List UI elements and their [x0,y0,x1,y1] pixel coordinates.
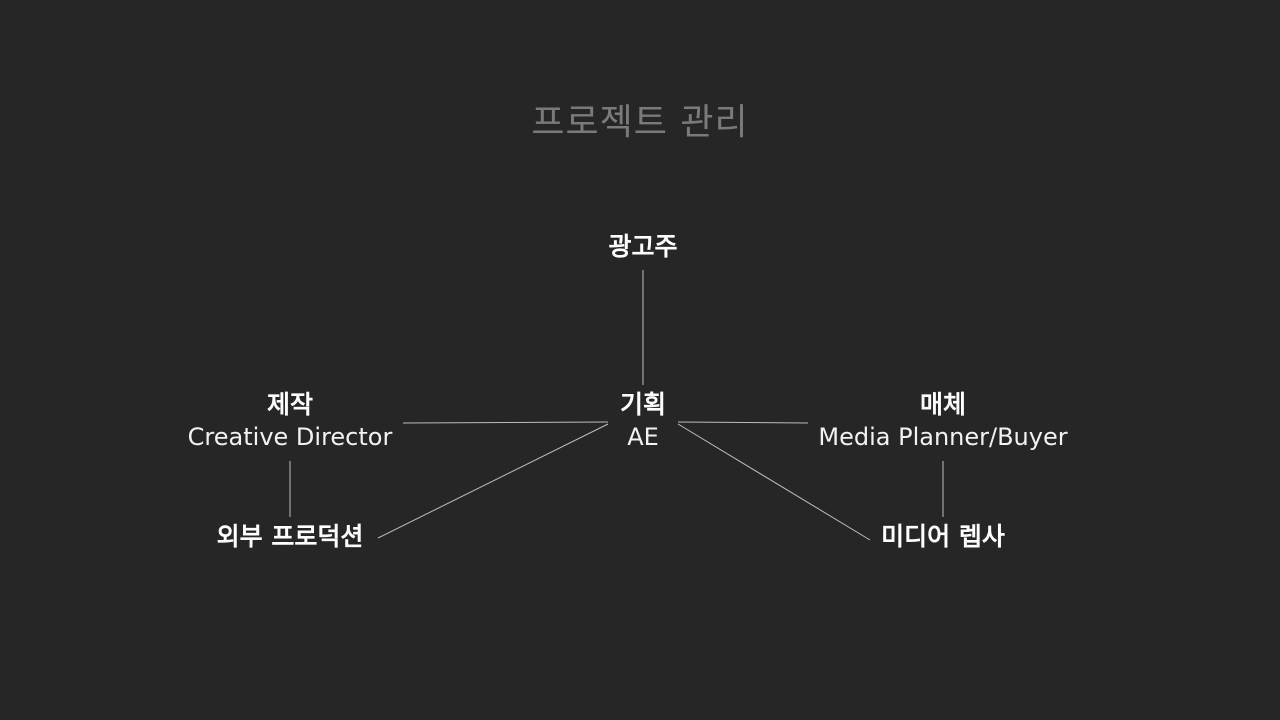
node-media-rep: 미디어 렙사 [843,521,1043,553]
node-name: 제작 [266,390,313,419]
node-planning: 기획 AE [563,389,723,453]
connector-planning-rep [677,423,871,541]
node-role: Media Planner/Buyer [818,423,1068,451]
connector-production-planning [402,421,609,424]
node-role: Creative Director [187,423,393,451]
page-title: 프로젝트 관리 [531,102,749,143]
connector-external-planning [377,423,609,539]
node-name: 외부 프로덕션 [216,522,364,551]
node-media: 매체 Media Planner/Buyer [800,389,1086,453]
node-production: 제작 Creative Director [160,389,420,453]
node-name: 광고주 [608,232,678,261]
node-name: 매체 [919,390,966,419]
node-external-production: 외부 프로덕션 [190,521,390,553]
node-advertiser: 광고주 [543,231,743,263]
node-name: 미디어 렙사 [881,522,1005,551]
node-name: 기획 [619,390,666,419]
connector-planning-media [677,421,809,424]
node-role: AE [627,423,659,451]
